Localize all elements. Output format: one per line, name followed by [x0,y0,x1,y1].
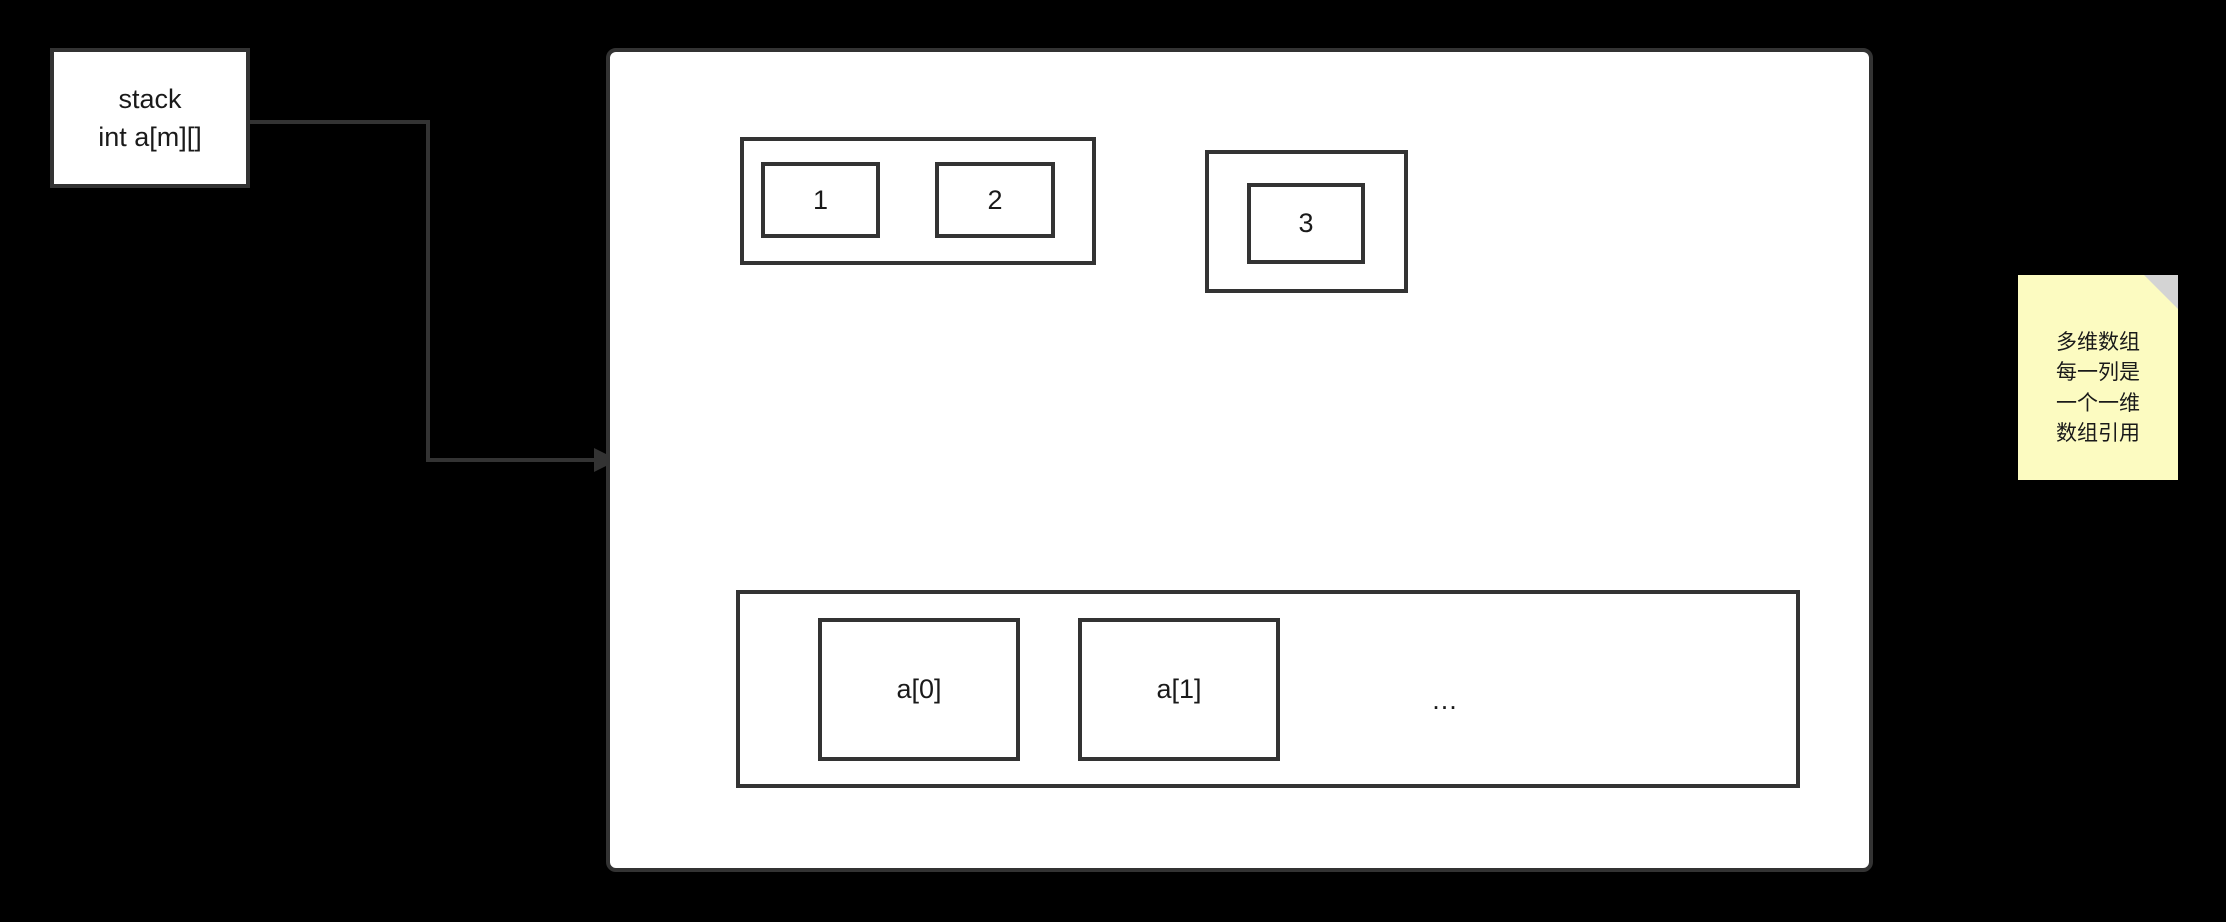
sticky-note-line-4: 数组引用 [2056,421,2140,445]
sticky-note-body: 多维数组 每一列是 一个一维 数组引用 [2056,306,2140,450]
stack-title: stack [118,83,182,114]
stack-declaration: int a[m][] [98,122,202,152]
array-cell-1-0[interactable]: 3 [1247,183,1365,264]
sticky-note-line-3: 一个一维 [2056,391,2140,415]
pointer-row-ellipsis: ... [1432,684,1458,715]
sticky-note-fold-icon [2144,275,2178,309]
stack-frame-node[interactable]: stack int a[m][] [50,48,250,188]
array-cell-0-1[interactable]: 2 [935,162,1055,238]
sticky-note[interactable]: 多维数组 每一列是 一个一维 数组引用 [2018,275,2178,480]
edge-stack-to-heap [250,120,618,472]
array-cell-0-0[interactable]: 1 [761,162,880,238]
pointer-cell-a1[interactable]: a[1] [1078,618,1280,761]
pointer-cell-a0[interactable]: a[0] [818,618,1020,761]
pointer-array-container[interactable] [736,590,1800,788]
sticky-note-line-1: 多维数组 [2056,330,2140,354]
sticky-note-line-2: 每一列是 [2056,361,2140,385]
